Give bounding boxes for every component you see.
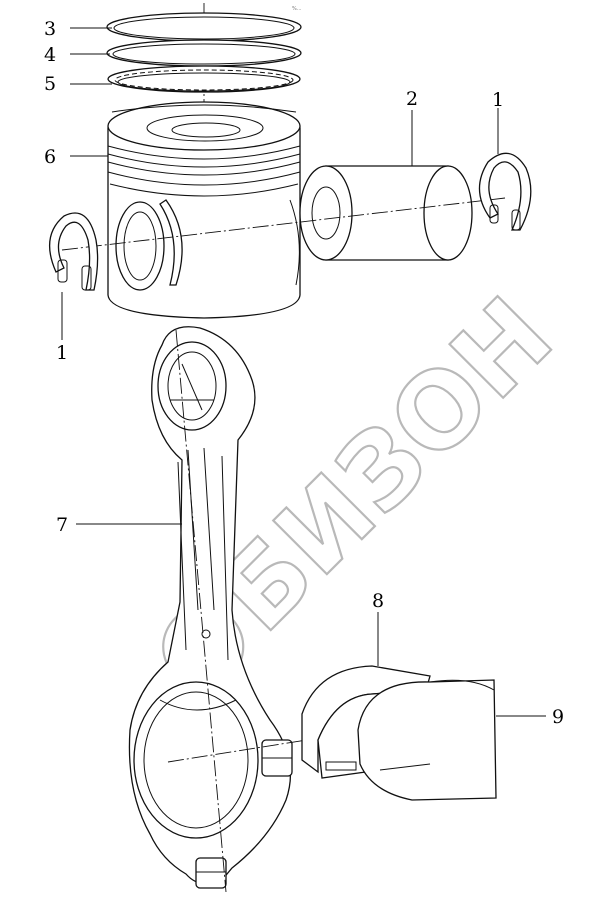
retaining-ring-right xyxy=(478,152,532,231)
watermark-text: БИЗОН xyxy=(195,274,575,654)
retaining-ring-left xyxy=(49,212,99,291)
callout-7: 7 xyxy=(56,514,68,536)
ring-3 xyxy=(106,12,302,42)
ring-5 xyxy=(107,65,301,93)
bearing-shell-lower xyxy=(357,679,497,801)
callout-3: 3 xyxy=(44,18,56,40)
callout-labels: 3 4 5 6 2 1 1 7 8 9 xyxy=(44,18,564,728)
rod-bolt-lower xyxy=(195,857,227,889)
callout-4: 4 xyxy=(44,44,56,66)
callout-2: 2 xyxy=(406,88,418,110)
callout-5: 5 xyxy=(44,73,56,95)
leaders xyxy=(61,27,546,717)
callout-1-right: 1 xyxy=(492,89,504,111)
rod-axis xyxy=(175,329,227,893)
piston xyxy=(107,101,301,319)
ring-4 xyxy=(106,39,302,67)
callout-6: 6 xyxy=(44,146,56,168)
piston-pin xyxy=(299,165,473,261)
callout-9: 9 xyxy=(552,706,564,728)
callout-8: 8 xyxy=(372,590,384,612)
rod-bolt-upper xyxy=(261,739,293,777)
connecting-rod xyxy=(128,326,293,889)
callout-1-left: 1 xyxy=(56,342,68,364)
corner-mark: %... xyxy=(292,6,302,12)
pin-axis xyxy=(61,197,506,251)
